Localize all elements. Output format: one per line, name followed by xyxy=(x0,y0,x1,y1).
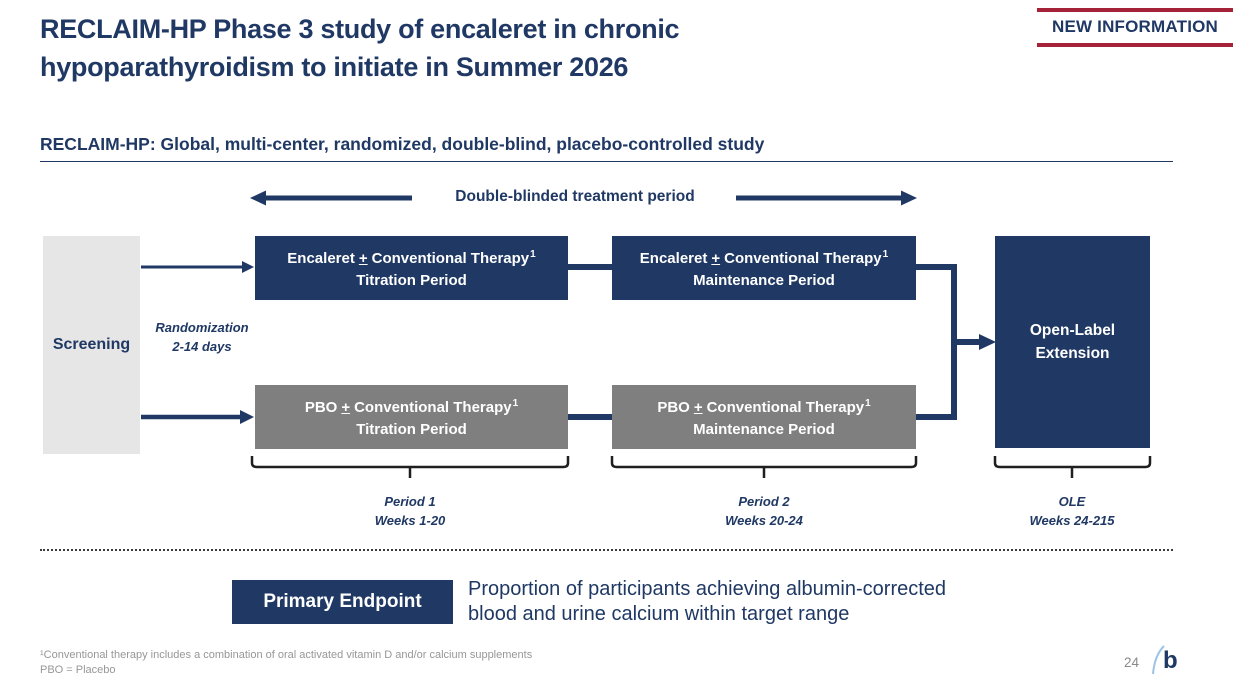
pbo-titration-box: PBO+Conventional Therapy1 Titration Peri… xyxy=(255,385,568,449)
new-information-badge: NEW INFORMATION xyxy=(1037,8,1233,47)
logo-letter: b xyxy=(1163,647,1178,674)
slide-title: RECLAIM-HP Phase 3 study of encaleret in… xyxy=(40,14,680,83)
period2-label: Period 2 Weeks 20-24 xyxy=(725,494,803,528)
ole-line2: Extension xyxy=(1035,345,1110,362)
encaleret-titration-line1: Encaleret+Conventional Therapy1 xyxy=(287,249,536,267)
ole-period-label: OLE Weeks 24-215 xyxy=(1029,494,1115,528)
footnote-marker: 1 xyxy=(530,249,536,260)
subtitle-rule xyxy=(40,161,1173,162)
screening-box: Screening xyxy=(43,236,140,454)
plus-minus-sign: + xyxy=(341,399,351,416)
pbo-titration-line1: PBO+Conventional Therapy1 xyxy=(304,398,519,416)
plus-minus-sign: + xyxy=(711,250,721,267)
logo-swoosh-icon xyxy=(1152,645,1165,675)
pbo-maintenance-line2: Maintenance Period xyxy=(693,421,835,438)
dotted-divider xyxy=(40,549,1173,551)
pbo-maintenance-box: PBO+Conventional Therapy1 Maintenance Pe… xyxy=(612,385,916,449)
plus-minus-sign: + xyxy=(693,399,703,416)
footnote-marker: 1 xyxy=(512,398,519,409)
period1-label: Period 1 Weeks 1-20 xyxy=(374,494,446,528)
randomization-label: Randomization 2-14 days xyxy=(148,318,256,356)
period1-brace xyxy=(250,456,570,478)
encaleret-titration-box: Encaleret+Conventional Therapy1 Titratio… xyxy=(255,236,568,300)
randomization-line1: Randomization xyxy=(155,320,249,335)
screening-label: Screening xyxy=(52,336,131,353)
period2-brace xyxy=(610,456,918,478)
screening-to-encaleret-arrow-icon xyxy=(141,261,254,273)
screening-to-pbo-arrow-icon xyxy=(141,410,254,424)
pbo-maintenance-line1: PBO+Conventional Therapy1 xyxy=(657,398,871,416)
company-logo: b xyxy=(1150,644,1178,676)
primary-endpoint-description: Proportion of participants achieving alb… xyxy=(468,578,947,625)
footnote-pbo: PBO = Placebo xyxy=(40,664,116,676)
footnote-marker: 1 xyxy=(865,398,871,409)
page-number: 24 xyxy=(1124,655,1140,670)
primary-endpoint-label: Primary Endpoint xyxy=(263,591,422,612)
randomization-line2: 2-14 days xyxy=(172,339,232,354)
study-subtitle: RECLAIM-HP: Global, multi-center, random… xyxy=(40,134,765,154)
plus-minus-sign: + xyxy=(358,250,368,267)
encaleret-maintenance-box: Encaleret+Conventional Therapy1 Maintena… xyxy=(612,236,916,300)
new-information-label: NEW INFORMATION xyxy=(1051,17,1219,36)
right-arrow-icon xyxy=(736,190,917,206)
open-label-extension-box: Open-Label Extension xyxy=(995,236,1150,448)
encaleret-titration-line2: Titration Period xyxy=(356,272,467,289)
pbo-titration-line2: Titration Period xyxy=(356,421,467,438)
ole-brace xyxy=(993,456,1152,478)
double-blind-period-label: Double-blinded treatment period xyxy=(455,188,695,205)
footnote-marker: 1 xyxy=(882,249,889,260)
left-arrow-icon xyxy=(250,190,412,206)
ole-connector-arrow-icon xyxy=(914,264,996,420)
encaleret-maintenance-line1: Encaleret+Conventional Therapy1 xyxy=(639,249,889,267)
footnote-conventional-therapy: ¹Conventional therapy includes a combina… xyxy=(40,649,533,661)
encaleret-maintenance-line2: Maintenance Period xyxy=(693,272,835,289)
ole-line1: Open-Label xyxy=(1029,322,1116,339)
primary-endpoint-box: Primary Endpoint xyxy=(232,580,453,624)
